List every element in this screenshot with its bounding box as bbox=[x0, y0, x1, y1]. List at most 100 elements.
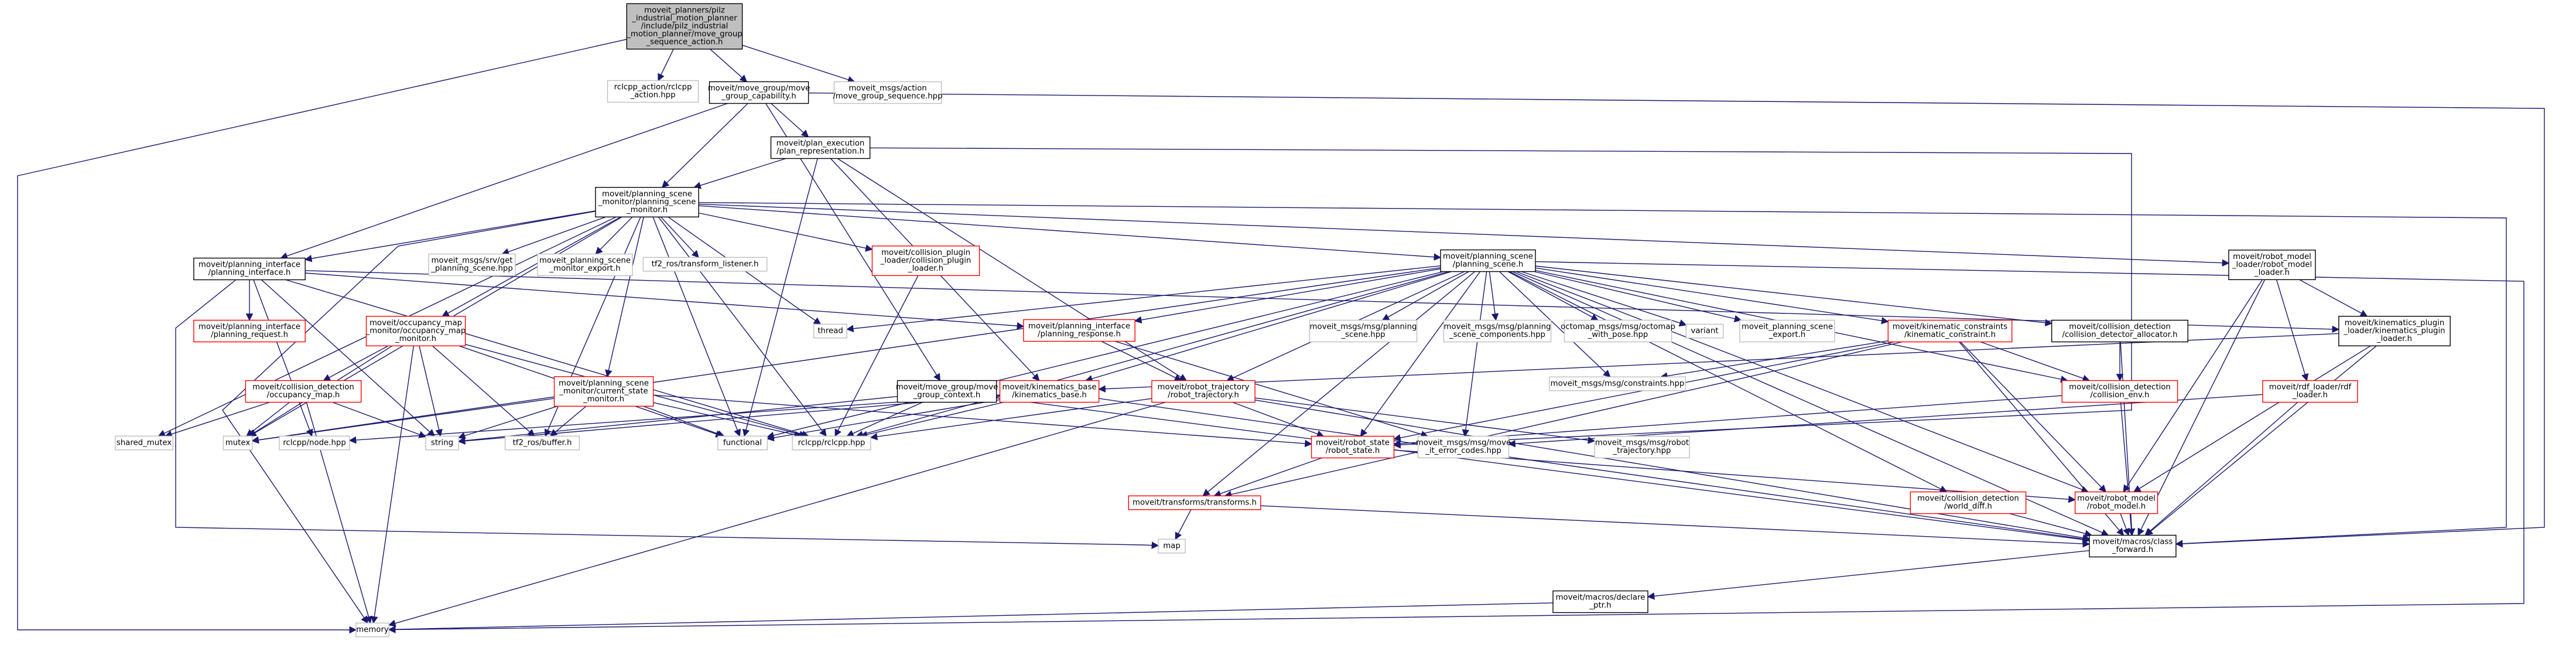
edge-occ_map-to-string bbox=[332, 401, 427, 438]
node-box bbox=[2089, 534, 2177, 558]
edge-occ_map_monitor-to-string bbox=[419, 346, 443, 437]
node-box bbox=[355, 622, 389, 637]
node-occ-map-monitor[interactable]: moveit/occupancy_map_monitor/occupancy_m… bbox=[365, 316, 466, 346]
edge-psm-to-pi bbox=[304, 210, 596, 262]
edge-psm-to-rclcpp_hpp bbox=[658, 216, 827, 437]
node-memory: memory bbox=[355, 622, 389, 637]
node-ps[interactable]: moveit/planning_scene/planning_scene.h bbox=[1440, 249, 1536, 272]
node-pi[interactable]: moveit/planning_interface/planning_inter… bbox=[193, 257, 306, 281]
node-box bbox=[428, 253, 516, 277]
node-plan-execution[interactable]: moveit/plan_execution/plan_representatio… bbox=[770, 136, 871, 159]
node-robot-traj-msg: moveit_msgs/msg/robot_trajectory.hpp bbox=[1594, 435, 1690, 459]
node-root[interactable]: moveit_planners/pilz_industrial_motion_p… bbox=[626, 3, 743, 50]
node-box bbox=[2338, 316, 2451, 346]
node-label-line: _action.hpp bbox=[630, 91, 675, 100]
node-mg-sequence-hpp: moveit_msgs/action/move_group_sequence.h… bbox=[833, 81, 943, 104]
node-label-line: _trajectory.hpp bbox=[1613, 446, 1671, 455]
node-label-line: map bbox=[1163, 541, 1181, 550]
edge-ps-to-class_forward bbox=[1512, 271, 2109, 536]
node-psm-export: moveit_planning_scene_monitor_export.h bbox=[537, 253, 633, 277]
node-mg-context[interactable]: moveit/move_group/move_group_context.h bbox=[896, 380, 998, 403]
node-pi-response[interactable]: moveit/planning_interface/planning_respo… bbox=[1023, 319, 1135, 342]
edge-ps-to-mutex bbox=[251, 267, 1441, 444]
edge-mg_context-to-class_forward bbox=[996, 397, 2091, 544]
node-label: moveit/kinematic_constraints/kinematic_c… bbox=[1893, 323, 2007, 340]
edge-kin_base-to-functional bbox=[767, 399, 1000, 442]
edge-ps-to-cd_allocator bbox=[1535, 265, 2052, 327]
node-label-line: _motion_planner/move_group bbox=[626, 30, 743, 39]
node-kin-base[interactable]: moveit/kinematics_base/kinematics_base.h bbox=[999, 380, 1100, 403]
node-label-line: _group_context.h bbox=[913, 391, 981, 400]
node-label-line: functional bbox=[723, 438, 762, 447]
node-label-line: moveit/macros/declare bbox=[1556, 594, 1646, 602]
node-kinematic-constraint[interactable]: moveit/kinematic_constraints/kinematic_c… bbox=[1887, 319, 2013, 343]
node-psm[interactable]: moveit/planning_scene_monitor/planning_s… bbox=[595, 187, 699, 217]
node-rclcpp-hpp: rclcpp/rclcpp.hpp bbox=[792, 435, 871, 451]
node-label-line: thread bbox=[817, 326, 843, 335]
edge-pi_response-to-robot_traj bbox=[1101, 340, 1182, 381]
node-label-line: moveit/robot_model bbox=[2233, 253, 2311, 261]
node-label: moveit_msgs/msg/planning_scene.hpp bbox=[1310, 323, 1417, 340]
node-label: moveit_msgs/msg/constraints.hpp bbox=[1551, 379, 1685, 388]
node-srdf-loader[interactable]: moveit/rdf_loader/rdf_loader.h bbox=[2262, 380, 2358, 403]
node-occ-map[interactable]: moveit/collision_detection/occupancy_map… bbox=[245, 380, 362, 403]
node-cc-plugin-loader[interactable]: moveit/collision_plugin_loader/collision… bbox=[871, 246, 980, 276]
node-label: string bbox=[431, 438, 453, 447]
node-csm[interactable]: moveit/planning_scene_monitor/current_st… bbox=[553, 376, 654, 407]
node-cd-allocator[interactable]: moveit/collision_detection/collision_det… bbox=[2051, 319, 2188, 343]
node-label-line: moveit_planning_scene bbox=[539, 257, 631, 265]
edge-ps-to-transforms bbox=[1202, 271, 1476, 497]
node-label: functional bbox=[723, 438, 762, 447]
node-rml[interactable]: moveit/robot_model_loader/robot_model_lo… bbox=[2228, 250, 2316, 280]
edge-ps-to-ps_msg bbox=[1381, 271, 1469, 321]
edge-robot_traj-to-robot_state bbox=[1232, 401, 1325, 438]
node-world-diff[interactable]: moveit/collision_detection/world_diff.h bbox=[1910, 491, 2027, 514]
node-declare-ptr[interactable]: moveit/macros/declare_ptr.h bbox=[1552, 590, 1648, 613]
node-label-line: /collision_detector_allocator.h bbox=[2062, 330, 2177, 339]
node-box bbox=[1023, 319, 1135, 342]
edge-ps-to-variant bbox=[1521, 271, 1687, 327]
node-label-line: moveit/collision_plugin bbox=[881, 248, 970, 257]
edge-ps-to-robot_model bbox=[1516, 271, 2089, 493]
node-label-line: /plan_representation.h bbox=[776, 147, 864, 156]
node-label-line: _loader.h bbox=[2376, 335, 2412, 343]
node-kpl[interactable]: moveit/kinematics_plugin_loader/kinemati… bbox=[2338, 316, 2451, 346]
edge-rml-to-robot_model bbox=[2123, 279, 2263, 493]
node-box bbox=[1443, 319, 1552, 343]
edge-csm-to-functional bbox=[643, 405, 725, 438]
node-box bbox=[717, 435, 768, 451]
node-label-line: moveit_planning_scene bbox=[1742, 323, 1833, 332]
node-label: moveit/move_group/move_group_context.h bbox=[896, 383, 998, 400]
node-robot-state[interactable]: moveit/robot_state/robot_state.h bbox=[1311, 435, 1395, 459]
edge-kpl-to-kin_base bbox=[1098, 333, 2339, 393]
node-label-line: moveit/collision_detection bbox=[2069, 383, 2171, 392]
edge-psm-to-cc_plugin_loader bbox=[698, 212, 873, 252]
node-box bbox=[537, 253, 633, 277]
node-box bbox=[999, 380, 1100, 403]
node-label: mutex bbox=[225, 438, 251, 447]
edge-kinematic_constraint-to-collision_env bbox=[1980, 341, 2091, 382]
node-box bbox=[770, 136, 871, 159]
edge-psm-to-psm_export bbox=[595, 216, 633, 255]
node-label: moveit/collision_detection/occupancy_map… bbox=[252, 383, 354, 400]
node-pi-request[interactable]: moveit/planning_interface/planning_reque… bbox=[193, 319, 306, 343]
node-label-line: _monitor/current_state bbox=[559, 387, 648, 396]
node-label-line: mutex bbox=[225, 438, 251, 447]
node-label: moveit_msgs/action/move_group_sequence.h… bbox=[833, 84, 942, 101]
node-robot-traj[interactable]: moveit/robot_trajectory/robot_trajectory… bbox=[1151, 380, 1255, 403]
node-label-line: _with_pose.hpp bbox=[1588, 330, 1648, 339]
node-class-forward[interactable]: moveit/macros/class_forward.h bbox=[2089, 534, 2177, 558]
edge-psm-to-class_forward bbox=[699, 202, 2507, 548]
node-robot-model[interactable]: moveit/robot_model/robot_model.h bbox=[2074, 491, 2158, 514]
edge-csm-to-mutex bbox=[251, 398, 555, 444]
node-get-ps-srv: moveit_msgs/srv/get_planning_scene.hpp bbox=[428, 253, 516, 277]
node-collision-env[interactable]: moveit/collision_detection/collision_env… bbox=[2061, 380, 2178, 403]
node-box bbox=[595, 187, 699, 217]
node-label-line: /robot_state.h bbox=[1326, 446, 1380, 455]
node-label-line: _planning_scene.hpp bbox=[430, 264, 513, 273]
node-transforms[interactable]: moveit/transforms/transforms.h bbox=[1128, 495, 1261, 510]
edge-kin_base-to-node_hpp bbox=[348, 394, 1000, 444]
node-label: moveit_planning_scene_export.h bbox=[1742, 323, 1833, 340]
node-mg-capability[interactable]: moveit/move_group/move_group_capability.… bbox=[708, 81, 810, 104]
node-string: string bbox=[425, 435, 459, 451]
